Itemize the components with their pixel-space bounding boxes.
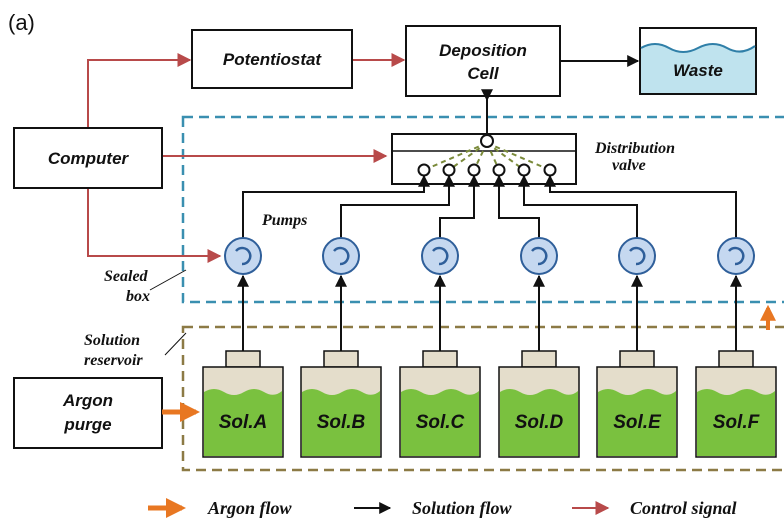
valve-port-d bbox=[492, 163, 506, 177]
valve-port-f bbox=[543, 163, 557, 177]
waste-liquid bbox=[641, 44, 755, 93]
pump-rotor-icon bbox=[531, 246, 548, 266]
legend-control-label: Control signal bbox=[630, 498, 737, 518]
pump-rotor-icon bbox=[728, 246, 745, 266]
reservoir-leader bbox=[164, 332, 187, 356]
bottle-to-pump-lines bbox=[237, 274, 742, 351]
pump-f bbox=[717, 237, 755, 275]
pump-rotor-icon bbox=[629, 246, 646, 266]
reservoir-label-2: reservoir bbox=[84, 352, 143, 369]
pumps-group bbox=[224, 237, 755, 275]
bottle-c: Sol.C bbox=[399, 350, 481, 458]
line-pump-a bbox=[242, 174, 430, 238]
argon-purge-box: Argon purge bbox=[13, 377, 163, 449]
argon-label-2: purge bbox=[63, 415, 111, 434]
argon-rect bbox=[13, 377, 163, 449]
waste-label: Waste bbox=[673, 61, 723, 80]
sealed-label-2: box bbox=[126, 288, 150, 305]
pump-rotor-icon bbox=[235, 246, 252, 266]
valve-inlet-ports bbox=[417, 163, 557, 177]
legend-argon-label: Argon flow bbox=[207, 498, 293, 518]
legend: Argon flow Solution flow Control signal bbox=[148, 498, 737, 518]
control-line-pumps bbox=[87, 188, 222, 263]
pump-b bbox=[322, 237, 360, 275]
valve-port-a bbox=[417, 163, 431, 177]
argon-label-1: Argon bbox=[62, 391, 113, 410]
pump-rotor-icon bbox=[333, 246, 350, 266]
bottle-label: Sol.B bbox=[317, 412, 366, 433]
bottle-b: Sol.B bbox=[300, 350, 382, 458]
valve-port-b bbox=[442, 163, 456, 177]
bottle-label: Sol.D bbox=[515, 412, 564, 433]
sealed-leader bbox=[149, 269, 187, 291]
distribution-label-1: Distribution bbox=[594, 140, 675, 157]
line-pump-f bbox=[544, 174, 737, 238]
pumps-label: Pumps bbox=[261, 212, 307, 229]
distribution-label-2: valve bbox=[612, 157, 646, 174]
pump-d bbox=[520, 237, 558, 275]
bottles-group: Sol.A Sol.B Sol.C Sol.D Sol.E bbox=[202, 350, 777, 458]
bottle-label: Sol.F bbox=[713, 412, 761, 433]
bottle-e: Sol.E bbox=[596, 350, 678, 458]
bottle-label: Sol.E bbox=[613, 412, 662, 433]
deposition-label-2: Cell bbox=[467, 64, 499, 83]
control-signal-lines bbox=[87, 53, 406, 263]
pump-rotor-icon bbox=[432, 246, 449, 266]
line-pump-d bbox=[493, 174, 540, 238]
deposition-cell-box: Deposition Cell bbox=[405, 25, 561, 97]
potentiostat-box: Potentiostat bbox=[191, 29, 353, 89]
computer-label: Computer bbox=[48, 149, 130, 168]
legend-solution-label: Solution flow bbox=[412, 498, 513, 518]
valve-port-e bbox=[517, 163, 531, 177]
sealed-box-outline bbox=[181, 115, 784, 304]
valve-outlet-port bbox=[480, 134, 494, 148]
control-line-potentiostat bbox=[87, 53, 192, 128]
panel-label: (a) bbox=[8, 10, 35, 35]
computer-box: Computer bbox=[13, 127, 163, 189]
line-pump-c bbox=[439, 174, 480, 238]
computer-rect bbox=[13, 127, 163, 189]
bottle-label: Sol.A bbox=[219, 412, 268, 433]
waste-box: Waste bbox=[639, 27, 757, 95]
line-pump-b bbox=[340, 174, 455, 238]
line-pump-e bbox=[518, 174, 638, 238]
deposition-rect bbox=[405, 25, 561, 97]
bottle-f: Sol.F bbox=[695, 350, 777, 458]
bottle-label: Sol.C bbox=[416, 412, 465, 433]
waste-surface bbox=[640, 43, 756, 53]
valve-port-c bbox=[467, 163, 481, 177]
deposition-label-1: Deposition bbox=[439, 41, 527, 60]
reservoir-outline bbox=[181, 325, 784, 472]
potentiostat-rect bbox=[191, 29, 353, 89]
reservoir-label-1: Solution bbox=[84, 332, 140, 349]
potentiostat-label: Potentiostat bbox=[223, 50, 323, 69]
distribution-valve: Distribution valve bbox=[391, 89, 675, 185]
bottle-d: Sol.D bbox=[498, 350, 580, 458]
pump-c bbox=[421, 237, 459, 275]
bottle-a: Sol.A bbox=[202, 350, 284, 458]
pump-e bbox=[618, 237, 656, 275]
sealed-label-1: Sealed bbox=[104, 268, 149, 285]
pump-to-valve-lines bbox=[242, 174, 737, 238]
pump-a bbox=[224, 237, 262, 275]
